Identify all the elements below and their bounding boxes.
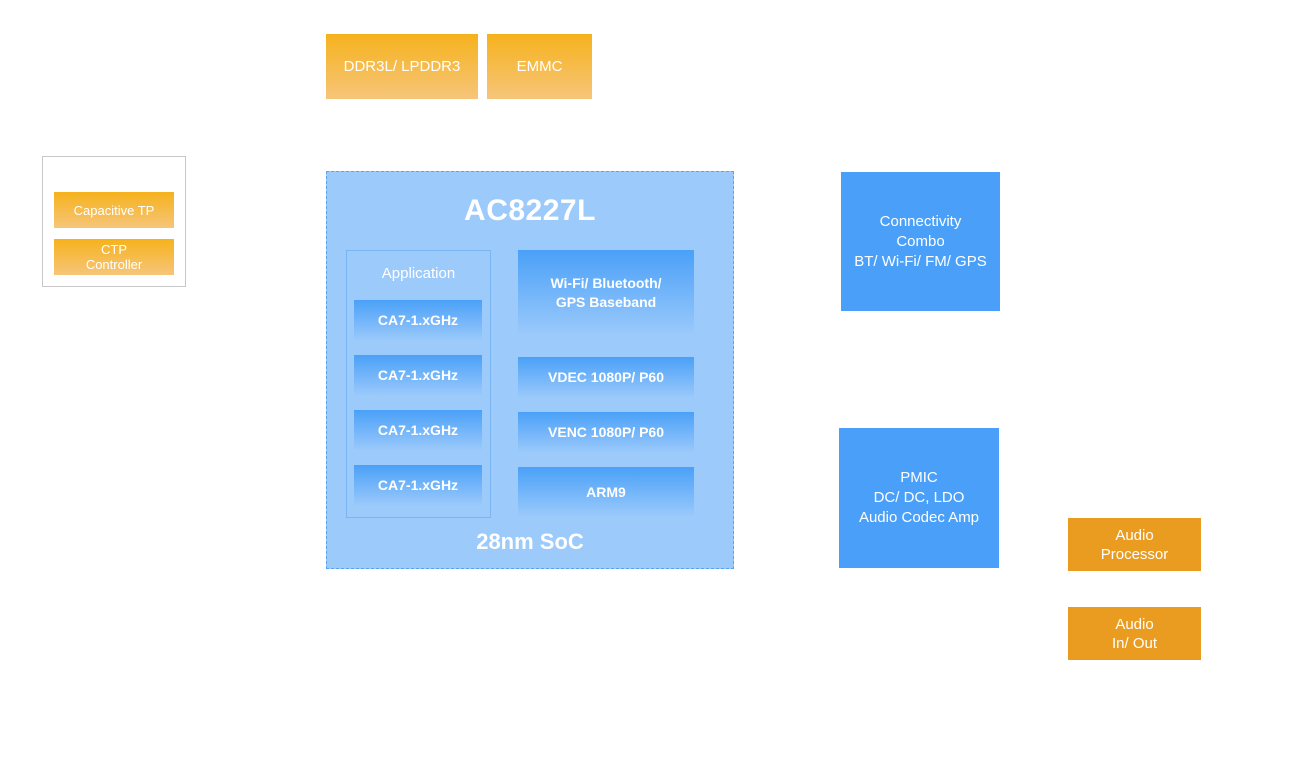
ctp-controller-label-line2: Controller xyxy=(85,257,143,272)
pmic-label-line1: PMIC xyxy=(900,469,938,486)
vdec-block: VDEC 1080P/ P60 xyxy=(518,357,694,398)
cpu-core-block: CA7-1.xGHz xyxy=(354,410,482,451)
venc-label: VENC 1080P/ P60 xyxy=(548,424,664,440)
connectivity-label-line2: Combo xyxy=(896,232,945,250)
ddr-memory-block: DDR3L/ LPDDR3 xyxy=(326,34,478,99)
cpu-core-block: CA7-1.xGHz xyxy=(354,355,482,396)
ddr-memory-label: DDR3L/ LPDDR3 xyxy=(343,58,461,75)
soc-title: AC8227L xyxy=(464,194,596,227)
application-title: Application xyxy=(381,265,456,282)
arm9-block: ARM9 xyxy=(518,467,694,517)
pmic-label-line3: Audio Codec Amp xyxy=(858,509,980,526)
cpu-core-label: CA7-1.xGHz xyxy=(377,422,459,438)
connectivity-label-line1: Connectivity xyxy=(879,212,962,230)
audio-processor-label-line1: Audio xyxy=(1115,526,1154,544)
ctp-controller-label-line1: CTP xyxy=(101,242,127,257)
capacitive-tp-label: Capacitive TP xyxy=(73,202,155,218)
audio-io-label-line1: Audio xyxy=(1115,615,1154,633)
wifi-bluetooth-gps-baseband-block: Wi-Fi/ Bluetooth/ GPS Baseband xyxy=(518,250,694,336)
cpu-core-label: CA7-1.xGHz xyxy=(377,367,459,383)
audio-io-label-line2: In/ Out xyxy=(1111,634,1158,652)
arm9-label: ARM9 xyxy=(586,483,626,500)
emmc-block: EMMC xyxy=(487,34,592,99)
capacitive-tp-block: Capacitive TP xyxy=(54,192,174,228)
cpu-core-block: CA7-1.xGHz xyxy=(354,465,482,506)
wifi-baseband-label-line1: Wi-Fi/ Bluetooth/ xyxy=(550,275,662,291)
connectivity-label-line3: BT/ Wi-Fi/ FM/ GPS xyxy=(854,252,987,270)
wifi-baseband-label-line2: GPS Baseband xyxy=(555,294,657,310)
ctp-controller-block: CTP Controller xyxy=(54,239,174,275)
connectivity-combo-block: Connectivity Combo BT/ Wi-Fi/ FM/ GPS xyxy=(841,172,1000,311)
cpu-core-block: CA7-1.xGHz xyxy=(354,300,482,341)
vdec-label: VDEC 1080P/ P60 xyxy=(548,369,664,385)
audio-processor-block: Audio Processor xyxy=(1068,518,1201,571)
soc-subtitle: 28nm SoC xyxy=(476,529,584,554)
audio-in-out-block: Audio In/ Out xyxy=(1068,607,1201,660)
pmic-block: PMIC DC/ DC, LDO Audio Codec Amp xyxy=(839,428,999,568)
pmic-label-line2: DC/ DC, LDO xyxy=(873,489,965,506)
emmc-label: EMMC xyxy=(516,58,563,75)
audio-processor-label-line2: Processor xyxy=(1100,545,1169,563)
cpu-core-label: CA7-1.xGHz xyxy=(377,312,459,328)
touch-panel-group xyxy=(42,156,186,287)
venc-block: VENC 1080P/ P60 xyxy=(518,412,694,453)
application-cluster xyxy=(346,250,491,518)
cpu-core-label: CA7-1.xGHz xyxy=(377,477,459,493)
